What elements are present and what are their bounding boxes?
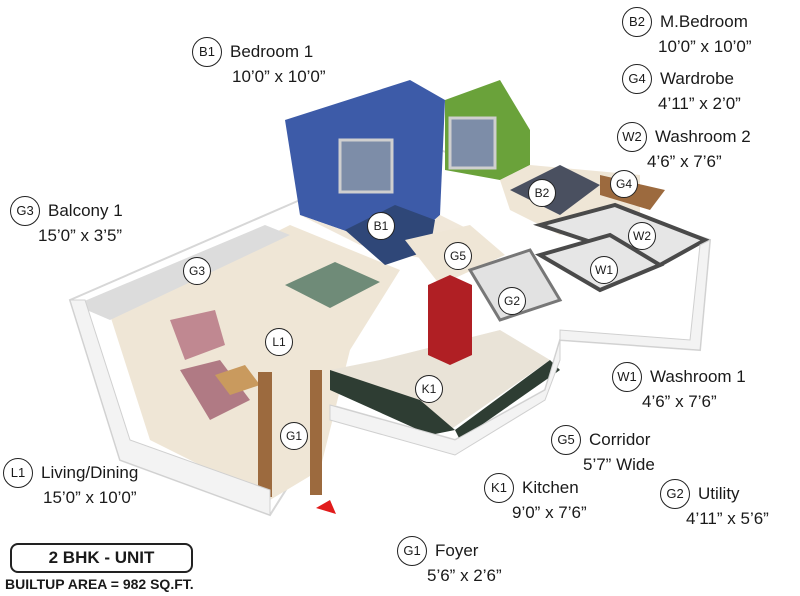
room-dimensions: 15’0” x 10’0” bbox=[43, 488, 137, 507]
room-dimensions: 4’11” x 5’6” bbox=[686, 509, 769, 528]
tag-l1: L1 bbox=[265, 328, 293, 356]
room-dimensions: 9’0” x 7’6” bbox=[512, 503, 587, 522]
tag-g4: G4 bbox=[610, 170, 638, 198]
room-code-badge: L1 bbox=[3, 458, 33, 488]
room-label-mbedroom: B2 M.Bedroom 10’0” x 10’0” bbox=[622, 7, 752, 57]
room-name: Washroom 2 bbox=[655, 127, 751, 146]
room-dimensions: 10’0” x 10’0” bbox=[658, 37, 752, 56]
room-label-wardrobe: G4 Wardrobe 4’11” x 2’0” bbox=[622, 64, 741, 114]
tag-g5: G5 bbox=[444, 242, 472, 270]
room-label-living-dining: L1 Living/Dining 15’0” x 10’0” bbox=[3, 458, 138, 508]
room-code-badge: G4 bbox=[622, 64, 652, 94]
tag-b1: B1 bbox=[367, 212, 395, 240]
room-dimensions: 4’6” x 7’6” bbox=[642, 392, 717, 411]
room-code-badge: W1 bbox=[612, 362, 642, 392]
room-name: Bedroom 1 bbox=[230, 42, 314, 61]
tag-k1: K1 bbox=[415, 375, 443, 403]
room-code-badge: G5 bbox=[551, 425, 581, 455]
room-label-bedroom1: B1 Bedroom 1 10’0” x 10’0” bbox=[192, 37, 326, 87]
room-name: Balcony 1 bbox=[48, 201, 123, 220]
room-dimensions: 4’11” x 2’0” bbox=[658, 94, 741, 113]
tag-g3: G3 bbox=[183, 257, 211, 285]
room-code-badge: W2 bbox=[617, 122, 647, 152]
room-label-balcony1: G3 Balcony 1 15’0” x 3’5” bbox=[10, 196, 123, 246]
room-label-washroom1: W1 Washroom 1 4’6” x 7’6” bbox=[612, 362, 746, 412]
room-code-badge: G2 bbox=[660, 479, 690, 509]
tag-w2: W2 bbox=[628, 222, 656, 250]
room-dimensions: 4’6” x 7’6” bbox=[647, 152, 722, 171]
room-code-badge: G3 bbox=[10, 196, 40, 226]
room-code-badge: B1 bbox=[192, 37, 222, 67]
builtup-area-text: BUILTUP AREA = 982 SQ.FT. bbox=[5, 576, 194, 592]
room-code-badge: G1 bbox=[397, 536, 427, 566]
room-name: Foyer bbox=[435, 541, 479, 560]
tag-w1: W1 bbox=[590, 256, 618, 284]
tag-b2: B2 bbox=[528, 179, 556, 207]
tag-g2: G2 bbox=[498, 287, 526, 315]
room-name: Wardrobe bbox=[660, 69, 735, 88]
room-dimensions: 5’6” x 2’6” bbox=[427, 566, 502, 585]
room-dimensions: 5’7” Wide bbox=[583, 455, 655, 474]
room-name: Utility bbox=[698, 484, 740, 503]
room-label-kitchen: K1 Kitchen 9’0” x 7’6” bbox=[484, 473, 587, 523]
entry-arrow-icon bbox=[316, 500, 336, 514]
room-name: Kitchen bbox=[522, 478, 579, 497]
room-dimensions: 15’0” x 3’5” bbox=[38, 226, 123, 245]
room-name: Living/Dining bbox=[41, 463, 139, 482]
room-name: M.Bedroom bbox=[660, 12, 748, 31]
room-label-washroom2: W2 Washroom 2 4’6” x 7’6” bbox=[617, 122, 751, 172]
room-label-foyer: G1 Foyer 5’6” x 2’6” bbox=[397, 536, 502, 586]
room-code-badge: B2 bbox=[622, 7, 652, 37]
room-dimensions: 10’0” x 10’0” bbox=[232, 67, 326, 86]
room-label-corridor: G5 Corridor 5’7” Wide bbox=[551, 425, 655, 475]
unit-type-box: 2 BHK - UNIT bbox=[10, 543, 193, 573]
room-name: Washroom 1 bbox=[650, 367, 746, 386]
room-name: Corridor bbox=[589, 430, 651, 449]
room-label-utility: G2 Utility 4’11” x 5’6” bbox=[660, 479, 769, 529]
tag-g1: G1 bbox=[280, 422, 308, 450]
room-code-badge: K1 bbox=[484, 473, 514, 503]
